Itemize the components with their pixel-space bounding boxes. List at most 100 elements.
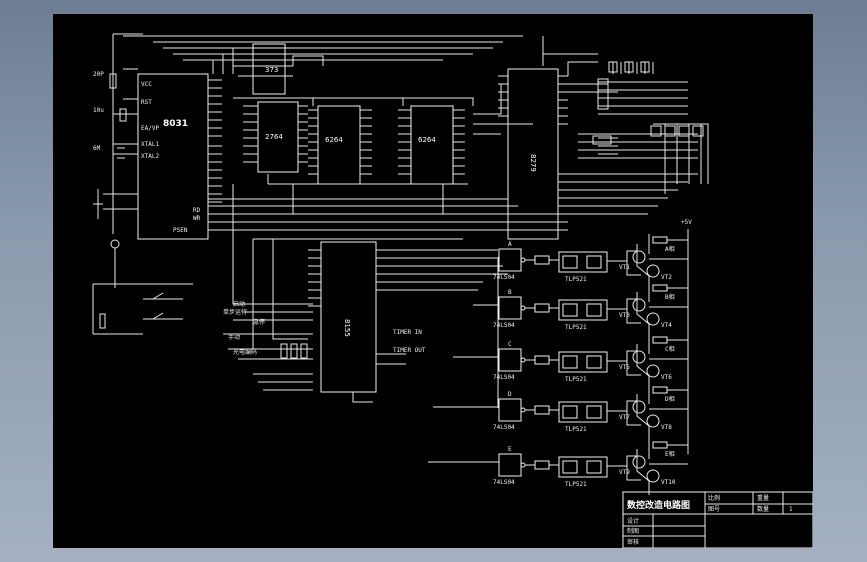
transistor-1 xyxy=(632,250,646,264)
opto-part: TLP521 xyxy=(565,376,587,383)
phase-label: B相 xyxy=(665,293,675,301)
switch-label-3: 急停 xyxy=(253,318,265,326)
cpu-rd: RD xyxy=(193,207,201,214)
transistor-wiring xyxy=(607,334,688,390)
optocoupler xyxy=(558,299,608,321)
transistor-label: VT6 xyxy=(661,374,672,381)
cpu-psen: PSEN xyxy=(173,227,188,234)
buffer-part: 74LS04 xyxy=(493,424,515,431)
svg-text:10u: 10u xyxy=(93,107,104,114)
optocoupler xyxy=(558,401,608,423)
switch-label-4: 手动 xyxy=(228,333,240,341)
transistor-1 xyxy=(632,298,646,312)
output-resistor xyxy=(652,236,668,244)
transistor-2 xyxy=(646,264,660,278)
transistor-1 xyxy=(632,350,646,364)
buffer-label: D xyxy=(508,391,512,398)
ppi-label: 8155 xyxy=(343,319,351,337)
ppi-pins xyxy=(232,214,508,408)
drawn-label: 制图 xyxy=(627,527,639,535)
resistor xyxy=(534,460,550,470)
transistor-wiring xyxy=(607,234,688,290)
transistor-2 xyxy=(646,364,660,378)
transistor-2 xyxy=(646,414,660,428)
inverter-bubble xyxy=(520,305,526,311)
opto-led xyxy=(562,460,578,474)
buffer-gate xyxy=(498,348,522,372)
opto-transistor xyxy=(586,405,602,419)
opto-part: TLP521 xyxy=(565,276,587,283)
transistor-1 xyxy=(632,400,646,414)
keyboard-chip xyxy=(507,68,559,240)
svg-text:设计: 设计 xyxy=(627,517,639,525)
cpu-xtal1: XTAL1 xyxy=(141,141,159,148)
phase-label: E相 xyxy=(665,450,675,458)
switch-label-1: 启动 xyxy=(233,300,245,308)
buffer-gate xyxy=(498,296,522,320)
cpu-xtal2: XTAL2 xyxy=(141,153,159,160)
phase-label: C相 xyxy=(665,345,675,353)
opto-led xyxy=(562,355,578,369)
optocoupler xyxy=(558,456,608,478)
drawing-frame: 8031 VCC RST EA/VP XTAL1 XTAL2 RD WR PSE… xyxy=(53,14,813,548)
keyboard-pins xyxy=(498,61,698,223)
svg-text:TIMER IN: TIMER IN xyxy=(393,329,422,336)
transistor-label: VT8 xyxy=(661,424,672,431)
sheet-label: 图号 xyxy=(708,506,720,513)
schematic: 8031 VCC RST EA/VP XTAL1 XTAL2 RD WR PSE… xyxy=(92,33,813,548)
opto-led xyxy=(562,255,578,269)
inverter-bubble xyxy=(520,407,526,413)
opto-part: TLP521 xyxy=(565,426,587,433)
inverter-bubble xyxy=(520,357,526,363)
cpu-wr: WR xyxy=(193,215,201,222)
transistor-label: VT1 xyxy=(619,264,630,271)
buffer-label: E xyxy=(508,446,512,453)
svg-text:20P: 20P xyxy=(93,71,104,78)
opto-transistor xyxy=(586,460,602,474)
buffer-gate xyxy=(498,398,522,422)
opto-transistor xyxy=(586,303,602,317)
ram-chip-2 xyxy=(410,105,454,185)
switch-label-5: 光电编码 xyxy=(233,348,257,356)
buffer-part: 74LS04 xyxy=(493,374,515,381)
transistor-2 xyxy=(646,469,660,483)
memory-pin-stubs xyxy=(233,84,533,185)
resistor xyxy=(534,355,550,365)
opto-part: TLP521 xyxy=(565,324,587,331)
inverter-bubble xyxy=(520,257,526,263)
buffer-gate xyxy=(498,248,522,272)
phase-label: A相 xyxy=(665,245,675,253)
transistor-label: VT2 xyxy=(661,274,672,281)
led-resistor-array xyxy=(592,61,709,194)
transistor-label: VT10 xyxy=(661,479,676,486)
transistor-label: VT9 xyxy=(619,469,630,476)
cpu-rst: RST xyxy=(141,99,152,106)
ram-label-1: 6264 xyxy=(325,136,343,144)
output-resistor xyxy=(652,336,668,344)
transistor-wiring xyxy=(607,282,688,338)
inverter-bubble xyxy=(520,462,526,468)
buffer-gate xyxy=(498,453,522,477)
data-bus xyxy=(208,184,568,240)
eprom-chip xyxy=(257,101,299,173)
resistor xyxy=(534,303,550,313)
cpu-chip xyxy=(137,73,209,240)
opto-led xyxy=(562,303,578,317)
supply-label: +5V xyxy=(681,219,692,226)
ram-chip-1 xyxy=(317,105,361,185)
ppi-chip xyxy=(320,241,377,393)
buffer-label: A xyxy=(508,241,512,248)
output-resistor xyxy=(652,386,668,394)
title-block: 数控改造电路图 比例 图号 重量 数量 1 设计 制图 审核 xyxy=(622,491,813,548)
count-value: 1 xyxy=(789,506,793,513)
eprom-label: 2764 xyxy=(265,133,283,141)
svg-text:重量: 重量 xyxy=(757,494,769,502)
transistor-1 xyxy=(632,455,646,469)
output-resistor xyxy=(652,441,668,449)
opto-transistor xyxy=(586,355,602,369)
opto-led xyxy=(562,405,578,419)
buffer-part: 74LS04 xyxy=(493,322,515,329)
optocoupler xyxy=(558,251,608,273)
switch-inputs xyxy=(223,303,313,391)
buffer-part: 74LS04 xyxy=(493,479,515,486)
